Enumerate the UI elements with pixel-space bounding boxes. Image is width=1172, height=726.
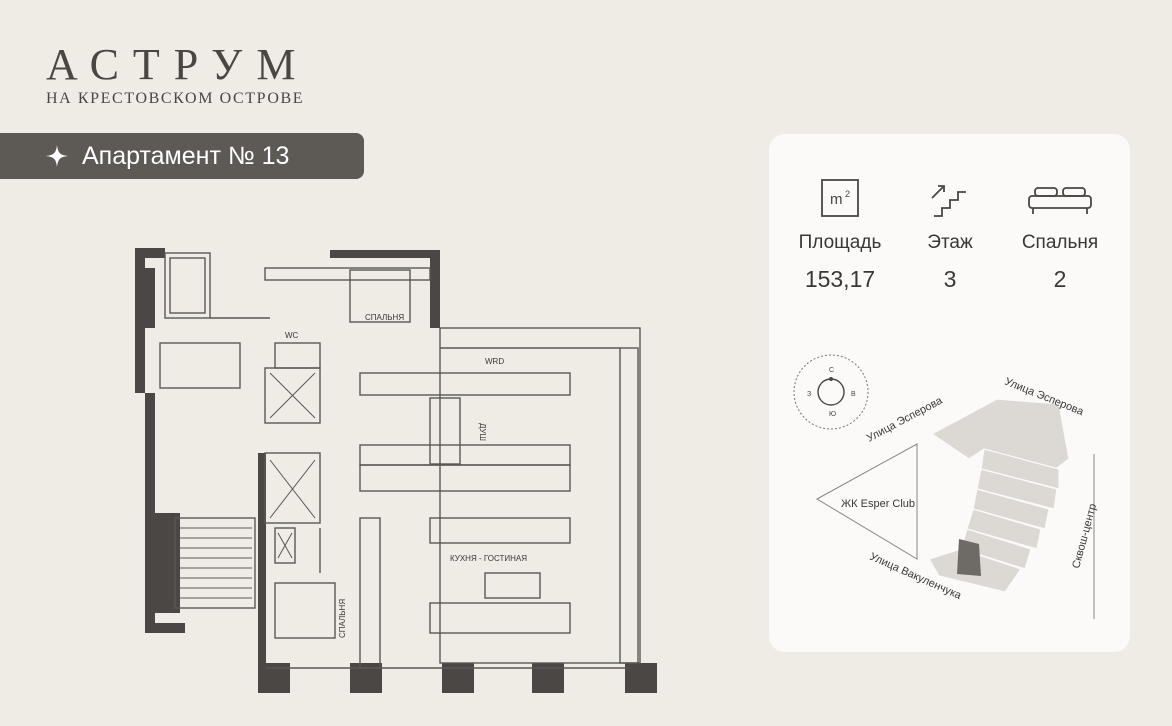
svg-text:В: В xyxy=(851,391,856,398)
stairs-icon xyxy=(931,185,966,217)
area-value: 153,17 xyxy=(804,266,876,292)
svg-text:Ю: Ю xyxy=(829,411,836,418)
bedrooms-value: 2 xyxy=(1053,266,1067,292)
compass-icon: С Ю З В xyxy=(793,354,869,430)
stat-floor: Этаж 3 xyxy=(895,174,1005,293)
svg-text:m: m xyxy=(830,191,843,208)
floor-value: 3 xyxy=(943,266,957,292)
location-map: С Ю З В ЖК Esper Club Улица Эсперова Ули… xyxy=(793,354,1099,619)
svg-text:З: З xyxy=(807,391,811,398)
brand-subtitle: НА КРЕСТОВСКОМ ОСТРОВЕ xyxy=(46,90,305,107)
floor-label: Этаж xyxy=(927,232,973,253)
brand-logo: АСТРУМ НА КРЕСТОВСКОМ ОСТРОВЕ xyxy=(46,40,309,108)
street-esperova-left: Улица Эсперова xyxy=(865,394,945,444)
area-icon: m 2 xyxy=(821,179,859,217)
stairs xyxy=(180,527,252,599)
info-card: m 2 Площадь 153,17 Этаж 3 Спальня xyxy=(769,134,1130,652)
neighbor-label: ЖК Esper Club xyxy=(841,498,915,510)
stat-area: m 2 Площадь 153,17 xyxy=(785,174,895,293)
label-wc: WC xyxy=(285,331,299,340)
brand-title: АСТРУМ xyxy=(46,40,310,89)
label-wrd: WRD xyxy=(485,357,504,366)
interior-lines xyxy=(159,252,641,669)
bedrooms-label: Спальня xyxy=(1021,232,1099,253)
label-bedroom-side: СПАЛЬНЯ xyxy=(338,599,347,638)
apartment-title: Апартамент № 13 xyxy=(82,141,290,170)
label-kitchen-living: КУХНЯ - ГОСТИНАЯ xyxy=(450,554,527,563)
stat-bedrooms: Спальня 2 xyxy=(1005,174,1115,293)
neighbor-block xyxy=(815,443,918,560)
svg-text:С: С xyxy=(829,367,834,374)
label-shower: ДУШ xyxy=(478,423,487,441)
elevator-shafts xyxy=(269,372,316,559)
apartment-banner: Апартамент № 13 xyxy=(0,133,364,179)
highlight-building xyxy=(957,539,981,576)
floor-plan: СПАЛЬНЯ WC WRD ДУШ КУХНЯ - ГОСТИНАЯ СПАЛ… xyxy=(135,248,657,693)
svg-text:2: 2 xyxy=(845,189,850,199)
area-label: Площадь xyxy=(798,232,882,253)
bed-icon xyxy=(1028,187,1092,214)
label-bedroom-top: СПАЛЬНЯ xyxy=(365,313,404,322)
star-icon xyxy=(46,145,68,167)
street-squash: Сквош-центр xyxy=(1070,502,1099,569)
building-blocks xyxy=(928,398,1070,593)
